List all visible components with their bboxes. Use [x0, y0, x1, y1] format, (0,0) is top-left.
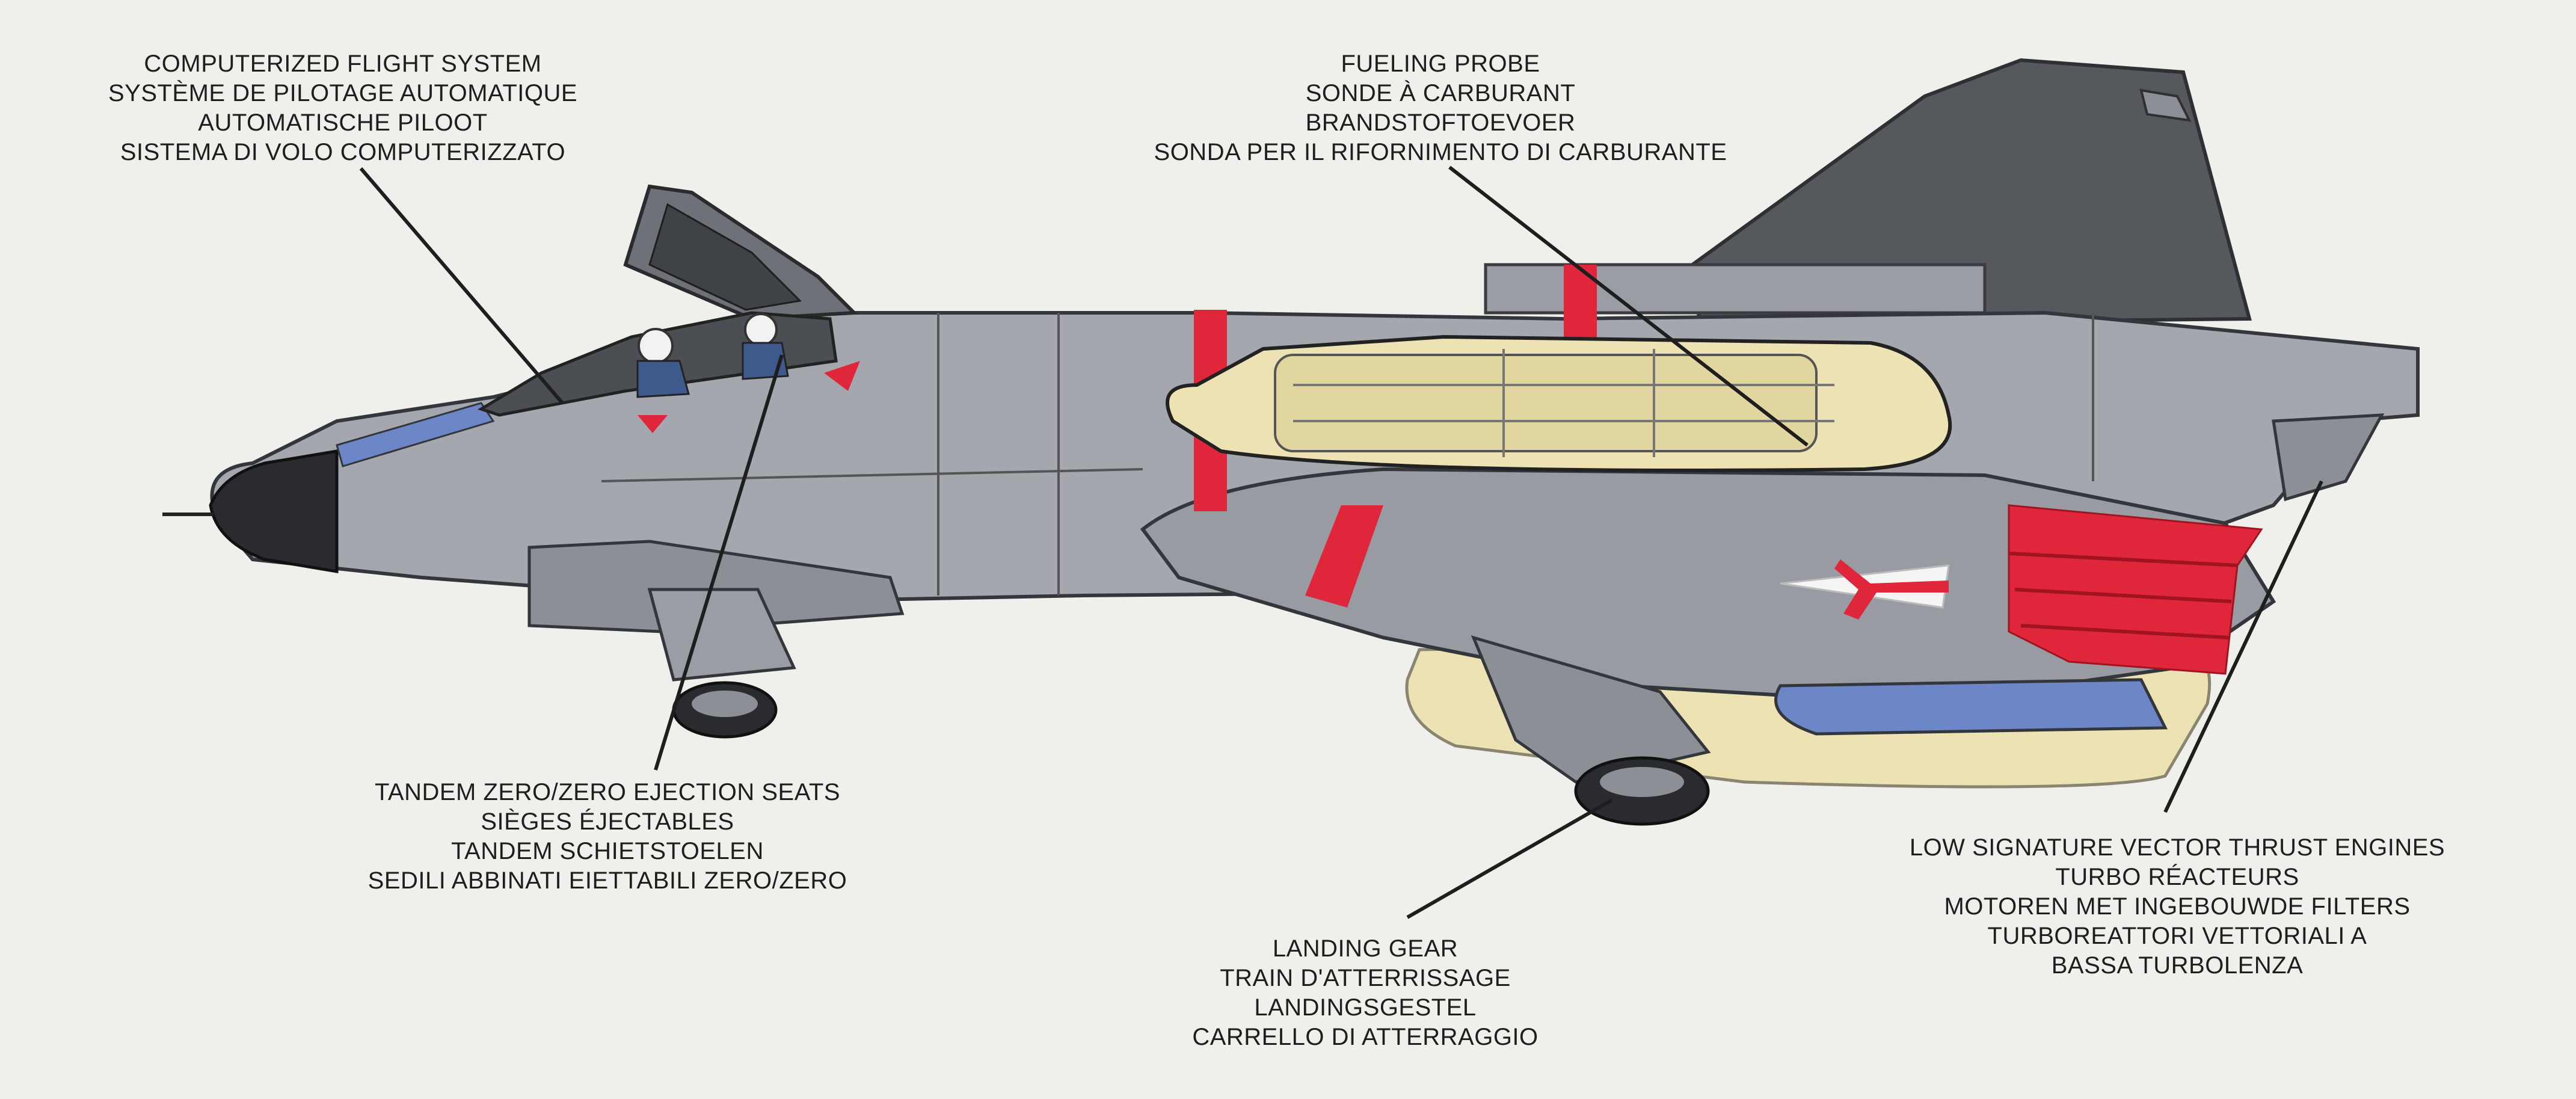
pilot-helmet-front [638, 328, 674, 364]
intake [527, 540, 905, 633]
exhaust-nozzle [2272, 413, 2385, 502]
front-wheel-hub [692, 691, 758, 717]
callout-ejection-seats: TANDEM ZERO/ZERO EJECTION SEATS SIÈGES É… [313, 778, 902, 896]
callout-fueling-probe: FUELING PROBE SONDE À CARBURANT BRANDSTO… [1089, 49, 1792, 167]
red-panel-line-1 [2008, 552, 2238, 567]
red-stripe-wing [1305, 505, 1383, 608]
callout-line: SISTEMA DI VOLO COMPUTERIZZATO [120, 139, 566, 165]
rear-wheel-hub [1600, 767, 1684, 797]
red-chevron-1 [638, 415, 668, 433]
red-panel-line-3 [2020, 624, 2229, 639]
red-panel-line-2 [2014, 588, 2232, 603]
callout-line: TANDEM ZERO/ZERO EJECTION SEATS [374, 779, 841, 805]
leader-flight-system [359, 167, 564, 404]
roundel-y [1834, 559, 1949, 620]
callout-line: SONDA PER IL RIFORNIMENTO DI CARBURANTE [1154, 139, 1727, 165]
callout-line: AUTOMATISCHE PILOOT [198, 109, 488, 136]
callout-line: TANDEM SCHIETSTOELEN [451, 838, 764, 864]
panel-line-d [601, 468, 1143, 482]
canopy-glass [648, 203, 802, 311]
callout-line: CARRELLO DI ATTERRAGGIO [1192, 1024, 1539, 1050]
callout-line: TRAIN D'ATTERRISSAGE [1220, 965, 1511, 991]
callout-line: FUELING PROBE [1341, 51, 1540, 77]
engine-core [1274, 354, 1818, 452]
tail-tip [2139, 88, 2192, 122]
leader-ejection-seats [654, 354, 784, 771]
callout-line: LANDINGSGESTEL [1254, 994, 1477, 1021]
callout-line: TURBO RÉACTEURS [2055, 864, 2299, 890]
callout-line: LANDING GEAR [1272, 935, 1459, 962]
callout-line: BRANDSTOFTOEVOER [1305, 109, 1576, 136]
callout-line: COMPUTERIZED FLIGHT SYSTEM [144, 51, 542, 77]
callout-line: LOW SIGNATURE VECTOR THRUST ENGINES [1909, 834, 2445, 861]
leader-engines [2163, 480, 2323, 813]
callout-landing-gear: LANDING GEAR TRAIN D'ATTERRISSAGE LANDIN… [1113, 934, 1618, 1052]
callout-line: TURBOREATTORI VETTORIALI A [1987, 923, 2367, 949]
blue-belly-panel [1774, 678, 2168, 736]
leader-fueling-probe [1448, 165, 1809, 447]
red-tail-panel [2008, 504, 2263, 675]
spine [1484, 263, 1987, 315]
callout-line: SEDILI ABBINATI EIETTABILI ZERO/ZERO [367, 867, 847, 894]
leader-landing-gear [1406, 798, 1613, 919]
callout-line: SIÈGES ÉJECTABLES [481, 808, 734, 835]
callout-line: SYSTÈME DE PILOTAGE AUTOMATIQUE [108, 80, 578, 106]
callout-line: MOTOREN MET INGEBOUWDE FILTERS [1944, 893, 2411, 920]
callout-engines: LOW SIGNATURE VECTOR THRUST ENGINES TURB… [1864, 833, 2490, 980]
callout-flight-system: COMPUTERIZED FLIGHT SYSTEM SYSTÈME DE PI… [54, 49, 632, 167]
red-chevron-2 [824, 361, 860, 391]
nose-blue-stripe [336, 402, 495, 467]
callout-line: SONDE À CARBURANT [1305, 80, 1576, 106]
pilot-body-front [636, 360, 690, 398]
nose-cone [209, 449, 339, 573]
callout-line: BASSA TURBOLENZA [2051, 952, 2304, 979]
pilot-helmet-rear [744, 313, 778, 346]
front-gear-door [647, 588, 796, 682]
